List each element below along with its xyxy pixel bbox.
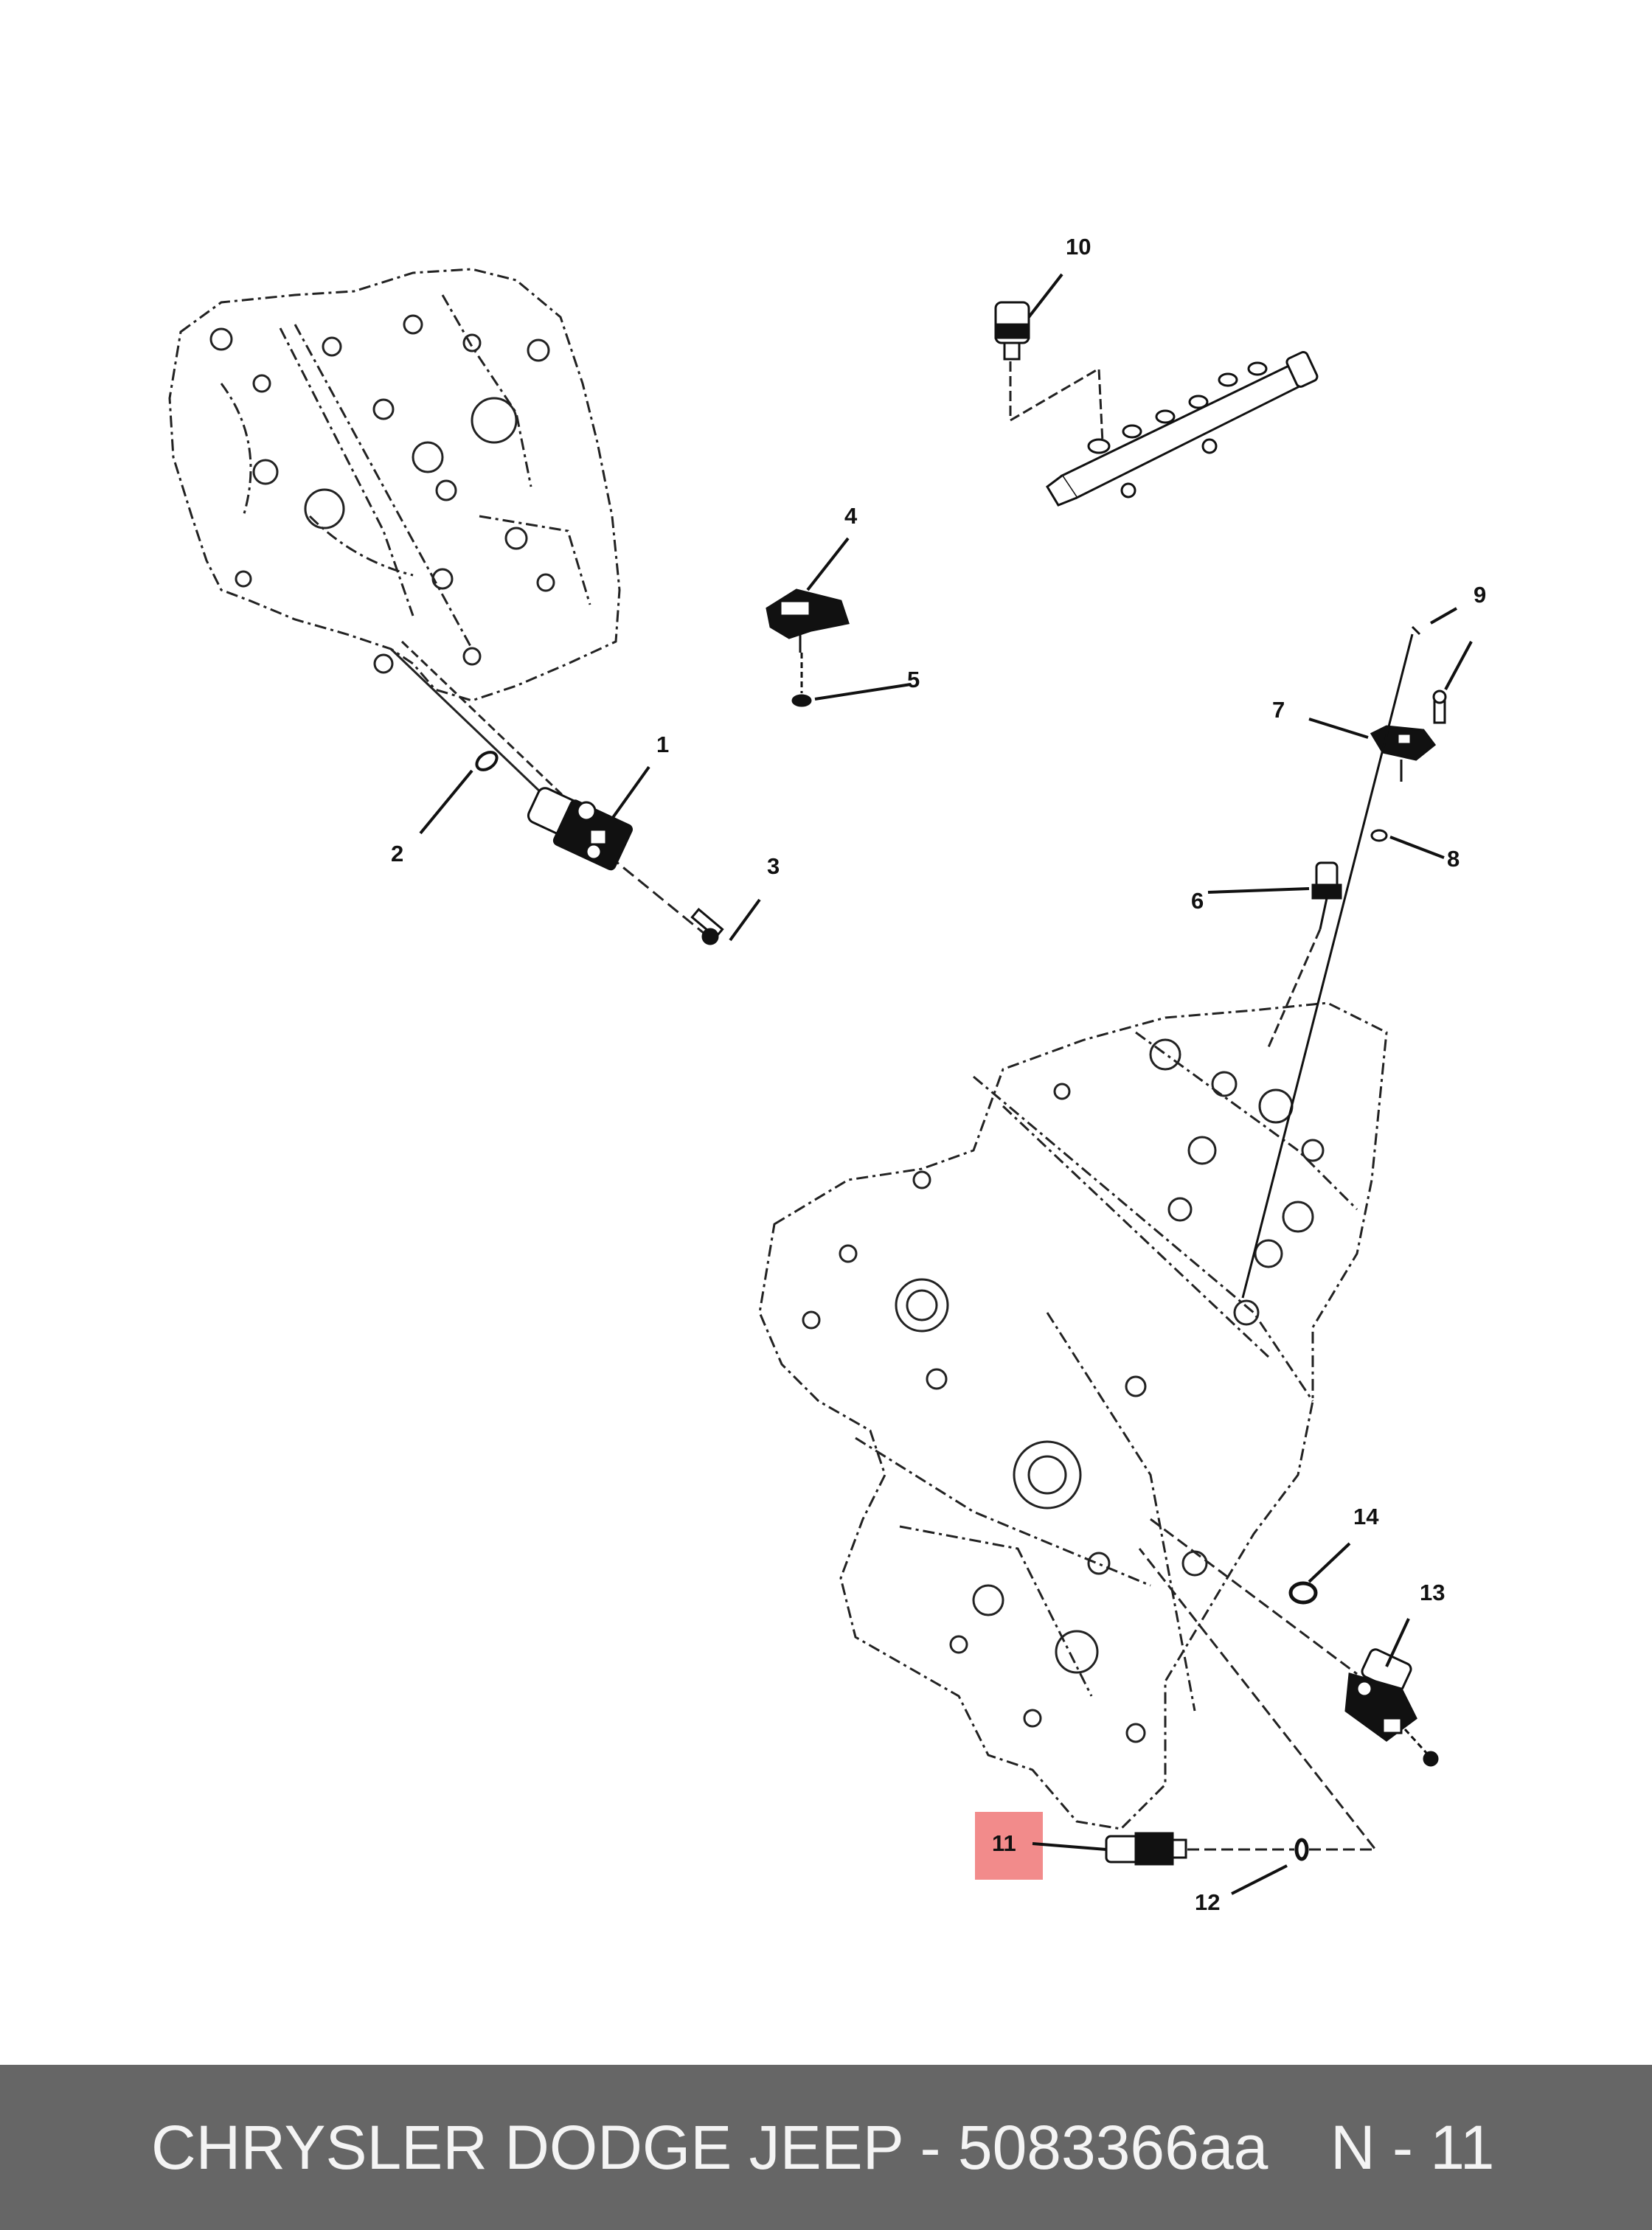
part-6-sensor xyxy=(1311,861,1342,930)
footer-bar: CHRYSLER DODGE JEEP - 5083366aa N - 11 xyxy=(0,2065,1652,2230)
callout-12: 12 xyxy=(1195,1889,1220,1915)
part-3-bolt xyxy=(690,908,724,945)
part-6-leader xyxy=(1267,928,1322,1048)
part-10-pressure-sensor xyxy=(994,301,1030,361)
callout-13: 13 xyxy=(1420,1580,1445,1605)
footer-part-info: CHRYSLER DODGE JEEP - 5083366aa xyxy=(151,2113,1268,2182)
callout-7: 7 xyxy=(1272,697,1285,723)
part-8-clip xyxy=(1370,829,1388,842)
highlight-box-11 xyxy=(975,1812,1043,1880)
upper-engine-cover-holes xyxy=(209,314,555,674)
callout-4: 4 xyxy=(844,503,858,529)
callout-leader-lines xyxy=(419,273,1473,1895)
callout-6: 6 xyxy=(1191,888,1204,914)
lower-engine-block xyxy=(758,1001,1388,1830)
part-13-sensor xyxy=(1344,1648,1439,1767)
callout-1: 1 xyxy=(656,732,669,757)
sensor-1-leader xyxy=(389,640,709,938)
callout-5: 5 xyxy=(907,667,920,692)
part-4-bracket xyxy=(766,588,850,653)
callout-14: 14 xyxy=(1353,1504,1379,1529)
part-2-o-ring xyxy=(475,751,499,771)
callout-9: 9 xyxy=(1474,582,1486,608)
part-11-leaders xyxy=(1138,1548,1378,1851)
part-11-sensor xyxy=(1105,1832,1187,1866)
part-14-o-ring xyxy=(1288,1581,1318,1605)
part-10-leader xyxy=(1009,361,1104,443)
callout-8: 8 xyxy=(1447,846,1460,872)
part-5-clip xyxy=(791,653,812,707)
part-1-sensor xyxy=(527,787,633,871)
part-12-o-ring xyxy=(1294,1838,1309,1861)
part-9-dipstick xyxy=(1241,625,1447,1299)
part-13-leader xyxy=(1150,1518,1358,1675)
callout-labels: 1 2 3 4 5 6 7 8 9 10 11 12 13 14 xyxy=(391,234,1486,1915)
exploded-parts-diagram: 1 2 3 4 5 6 7 8 9 10 11 12 13 14 xyxy=(168,234,1486,1915)
upper-engine-cover xyxy=(168,268,621,702)
lower-engine-block-holes xyxy=(802,1038,1325,1743)
footer-page-code: N - 11 xyxy=(1330,2113,1495,2182)
callout-11: 11 xyxy=(992,1830,1016,1856)
callout-3: 3 xyxy=(767,853,780,879)
callout-10: 10 xyxy=(1066,234,1091,260)
fuel-rail xyxy=(1046,351,1319,507)
callout-2: 2 xyxy=(391,841,403,866)
